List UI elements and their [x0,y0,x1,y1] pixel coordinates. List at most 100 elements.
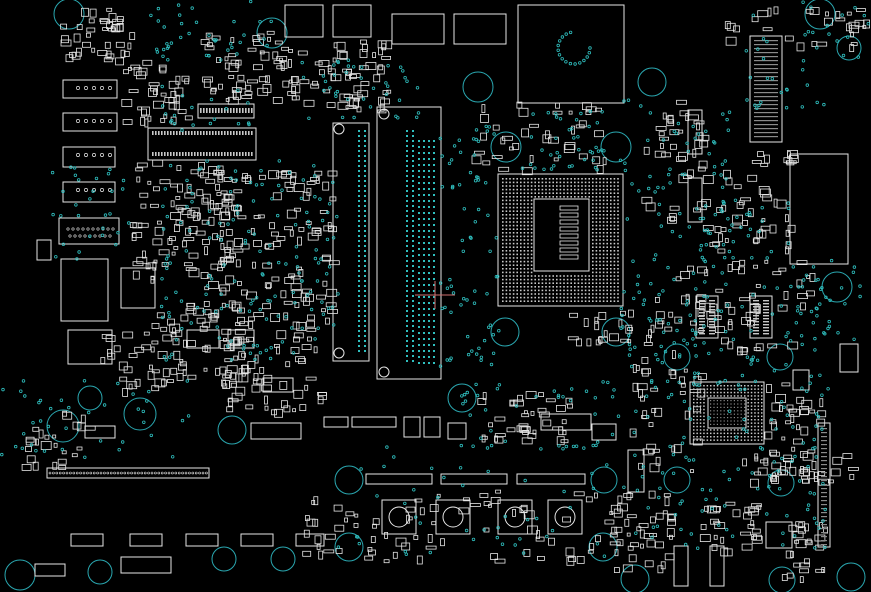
via [736,383,741,387]
via [730,223,734,227]
cpu-ball [520,271,522,274]
slot-pin [418,158,420,160]
cpu-ball [516,217,518,220]
chipset-ball [754,388,756,390]
smd-part [186,302,196,307]
cpu-ball [523,250,526,252]
chipset-core-ball [727,420,729,422]
slot-pin [412,160,414,162]
chip-outline [695,295,719,339]
slot-pin [412,185,414,187]
connector-pin [821,540,827,542]
smd-part [545,398,556,403]
slot-pin [428,302,430,304]
connector-pin [212,131,214,135]
slot-pin [423,230,425,232]
smd-part [302,191,310,201]
slot-pin [433,254,435,256]
cpu-ball [595,239,598,241]
via [649,380,654,384]
via [720,209,724,214]
chipset-ball [757,436,760,438]
connector-pin [754,116,778,118]
cpu-ball [512,296,515,299]
cpu-ball [574,178,576,180]
cpu-ball [512,242,515,245]
via [630,182,634,186]
smd-part [785,229,790,237]
via [685,299,689,303]
cpu-ball [592,228,594,230]
cpu-ball [538,286,540,288]
chipset-ball [720,436,722,438]
cpu-ball [606,196,608,198]
cpu-ball [602,257,605,259]
cpu-ball [523,221,526,223]
mounting-hole [836,562,866,592]
smd-part [264,405,269,411]
smd-part [678,151,688,161]
cpu-ball [509,268,511,270]
ic-pin [753,324,759,326]
chipset-ball [747,425,749,428]
cpu-cavity-pad [559,254,579,260]
cpu-ball [584,275,587,277]
via [623,161,627,165]
mounting-hole [600,131,632,163]
via [796,305,800,309]
slot-pin [418,290,420,292]
via [672,129,676,134]
chipset-core-ball [720,413,722,415]
smd-part [237,316,246,324]
slot-pin [364,250,366,252]
smd-part [771,462,782,470]
smd-part [630,542,639,548]
cpu-ball [588,278,590,281]
slot-pin [428,248,430,250]
cpu-ball [545,188,547,191]
via [767,473,772,478]
connector-pin [191,131,193,135]
slot-pin [418,170,420,172]
via [162,355,167,359]
chipset-ball [754,436,756,438]
via [808,491,812,495]
via [219,292,223,296]
chipset-ball [754,398,756,401]
cpu-ball [527,221,529,223]
via [180,128,184,132]
cpu-ball [527,293,529,295]
smd-part [751,503,762,508]
smd-part [825,11,829,17]
chipset-ball [710,388,712,390]
ic-pin [709,315,715,317]
cpu-ball [516,239,518,241]
chipset-ball [716,391,719,394]
via [167,355,172,359]
smd-part [560,439,569,444]
via [727,110,732,114]
cpu-ball [602,250,605,252]
via [655,318,659,322]
cpu-ball [602,235,605,238]
cpu-ball [566,196,569,198]
via [326,210,330,215]
slot-pin [364,195,366,197]
smd-part [754,471,761,476]
smd-part [685,113,690,121]
smd-part [323,225,335,232]
cpu-ball [512,206,515,209]
cpu-ball [563,296,565,299]
via [767,485,771,489]
smd-part [301,344,312,351]
smd-part [482,160,491,166]
connector-pin [200,131,202,135]
smd-part [700,524,707,530]
slot-pin [406,270,408,272]
chipset-ball [750,408,753,411]
smd-part [327,308,338,314]
via [712,164,717,169]
via [447,161,452,166]
